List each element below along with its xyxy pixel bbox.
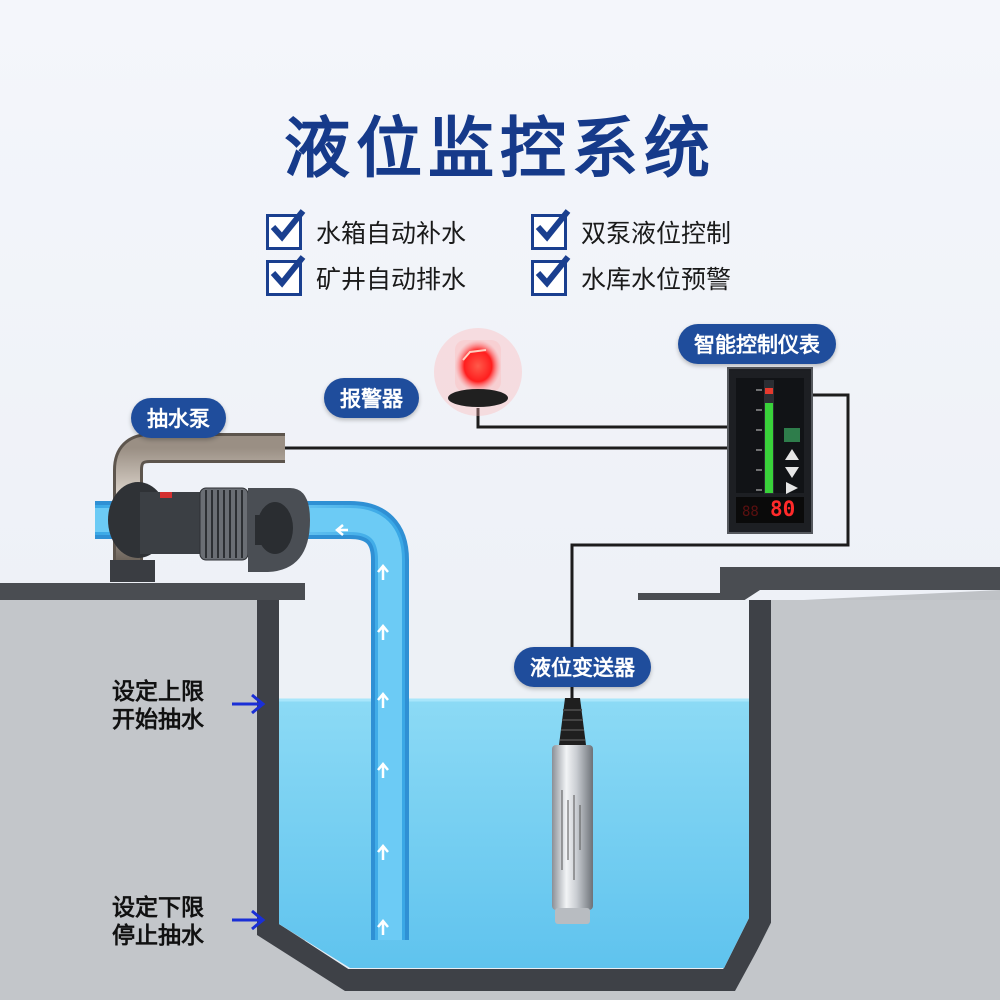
limit-arrows bbox=[232, 693, 266, 931]
upper-limit-line2: 开始抽水 bbox=[112, 707, 204, 733]
water-pump bbox=[108, 433, 310, 582]
lower-limit-line1: 设定下限 bbox=[112, 895, 204, 921]
level-transmitter bbox=[552, 690, 593, 924]
transmitter-label: 液位变送器 bbox=[514, 647, 651, 687]
controller-panel: 88 bbox=[727, 367, 813, 534]
checkmark-icon bbox=[266, 255, 306, 296]
controller-label: 智能控制仪表 bbox=[678, 324, 836, 364]
alarm-label: 报警器 bbox=[324, 378, 419, 418]
feature-item: 水库水位预警 bbox=[531, 255, 732, 298]
lower-limit-label: 设定下限 停止抽水 bbox=[112, 894, 204, 950]
water bbox=[279, 700, 749, 968]
feature-label: 双泵液位控制 bbox=[581, 219, 732, 248]
lower-limit-line2: 停止抽水 bbox=[112, 923, 204, 949]
tank-structure bbox=[0, 567, 1000, 1000]
feature-label: 水箱自动补水 bbox=[316, 219, 467, 248]
checkmark-icon bbox=[531, 255, 571, 296]
meter-readout: 80 bbox=[770, 497, 796, 521]
feature-item: 双泵液位控制 bbox=[531, 209, 732, 252]
upper-limit-label: 设定上限 开始抽水 bbox=[112, 678, 204, 734]
checkmark-icon bbox=[266, 209, 306, 250]
feature-item: 矿井自动排水 bbox=[266, 255, 467, 298]
suction-pipe bbox=[95, 501, 409, 940]
page-title: 液位监控系统 bbox=[284, 110, 716, 187]
alarm-light bbox=[434, 328, 522, 416]
pump-label: 抽水泵 bbox=[131, 398, 226, 438]
upper-limit-line1: 设定上限 bbox=[112, 679, 204, 705]
signal-wires bbox=[285, 393, 850, 695]
checkmark-icon bbox=[531, 209, 571, 250]
feature-label: 水库水位预警 bbox=[581, 265, 732, 294]
feature-item: 水箱自动补水 bbox=[266, 209, 467, 252]
svg-text:88: 88 bbox=[742, 504, 759, 520]
level-bar bbox=[765, 403, 773, 493]
feature-label: 矿井自动排水 bbox=[316, 265, 467, 294]
